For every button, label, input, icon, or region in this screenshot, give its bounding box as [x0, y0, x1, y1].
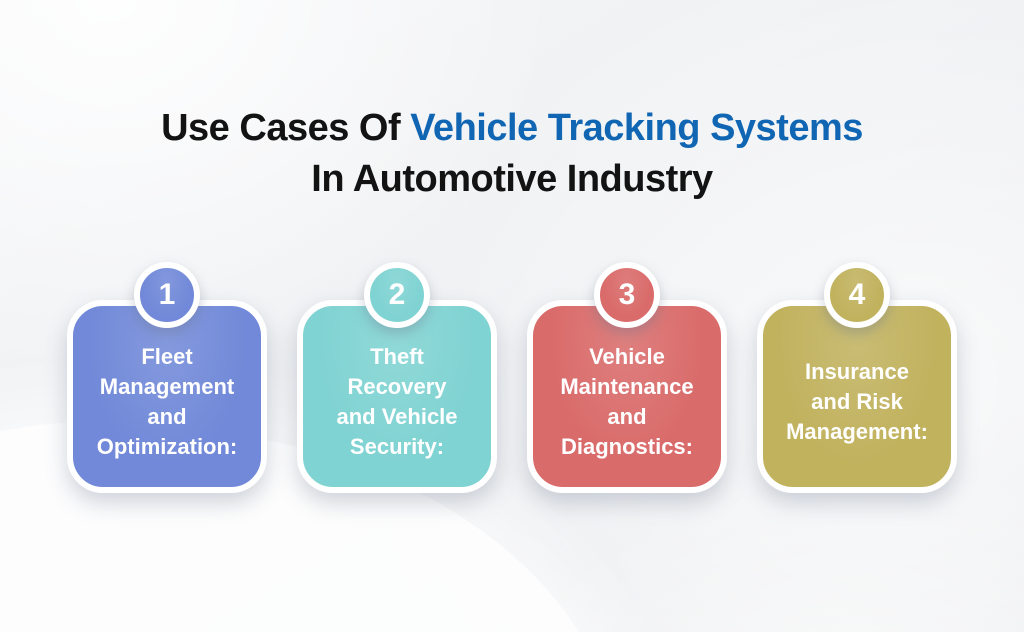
use-case-cards-row: 1 Fleet Management and Optimization: 2 T… — [0, 262, 1024, 493]
card-label: Vehicle Maintenance and Diagnostics: — [560, 343, 694, 459]
card-theft-recovery: 2 Theft Recovery and Vehicle Security: — [297, 262, 497, 493]
title-prefix: Use Cases Of — [161, 107, 411, 149]
title-highlight: Vehicle Tracking Systems — [410, 107, 863, 149]
title-line2: In Automotive Industry — [311, 158, 713, 200]
card-insurance-risk: 4 Insurance and Risk Management: — [757, 262, 957, 493]
card-label: Theft Recovery and Vehicle Security: — [336, 343, 458, 459]
card-number-badge: 1 — [134, 262, 200, 328]
card-fleet-management: 1 Fleet Management and Optimization: — [67, 262, 267, 493]
card-label: Insurance and Risk Management: — [786, 358, 928, 444]
page-title: Use Cases Of Vehicle Tracking Systems In… — [0, 103, 1024, 205]
card-vehicle-maintenance: 3 Vehicle Maintenance and Diagnostics: — [527, 262, 727, 493]
card-number-badge: 2 — [364, 262, 430, 328]
card-label: Fleet Management and Optimization: — [96, 343, 238, 459]
card-number-badge: 4 — [824, 262, 890, 328]
card-number-badge: 3 — [594, 262, 660, 328]
